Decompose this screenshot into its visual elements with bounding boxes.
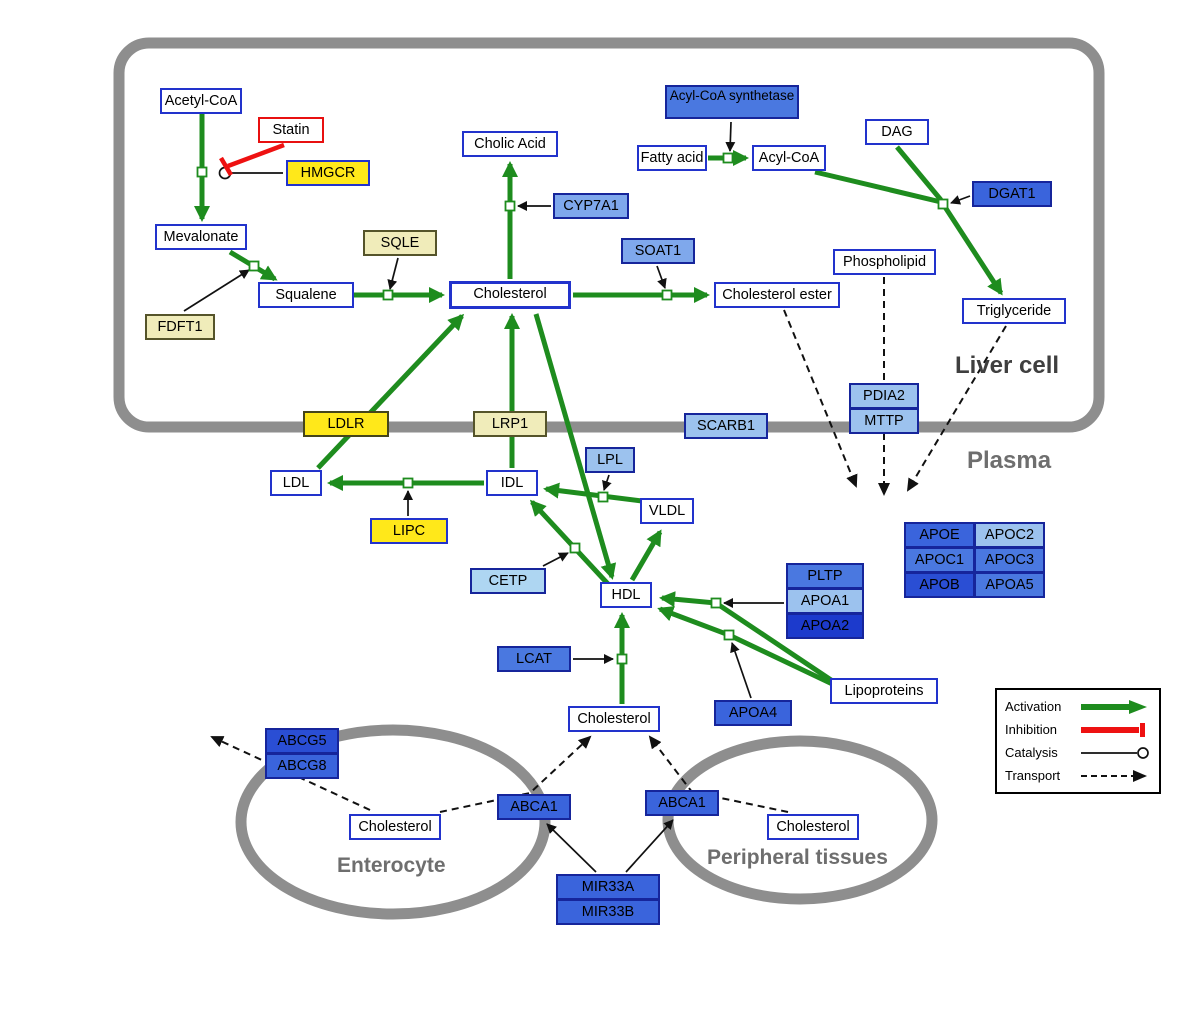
node-lcat[interactable]: LCAT xyxy=(497,646,571,672)
node-cholesterol-peripheral[interactable]: Cholesterol xyxy=(767,814,859,840)
node-triglyceride[interactable]: Triglyceride xyxy=(962,298,1066,324)
node-apoc3[interactable]: APOC3 xyxy=(974,547,1045,573)
node-cholic-acid[interactable]: Cholic Acid xyxy=(462,131,558,157)
node-hdl[interactable]: HDL xyxy=(600,582,652,608)
node-mir33b[interactable]: MIR33B xyxy=(556,899,660,925)
node-abcg8[interactable]: ABCG8 xyxy=(265,753,339,779)
node-hmgcr[interactable]: HMGCR xyxy=(286,160,370,186)
node-scarb1[interactable]: SCARB1 xyxy=(684,413,768,439)
node-acetyl-coa[interactable]: Acetyl-CoA xyxy=(160,88,242,114)
node-cholesterol-enterocyte[interactable]: Cholesterol xyxy=(349,814,441,840)
legend: Activation Inhibition Catalysis Transpor… xyxy=(995,688,1161,794)
inhibition-edge xyxy=(219,142,285,177)
node-mevalonate[interactable]: Mevalonate xyxy=(155,224,247,250)
node-lrp1[interactable]: LRP1 xyxy=(473,411,547,437)
node-apoc2[interactable]: APOC2 xyxy=(974,522,1045,548)
node-lipoproteins[interactable]: Lipoproteins xyxy=(830,678,938,704)
node-pdia2[interactable]: PDIA2 xyxy=(849,383,919,409)
liver-cell-membrane xyxy=(113,37,1105,433)
node-fdft1[interactable]: FDFT1 xyxy=(145,314,215,340)
node-statin[interactable]: Statin xyxy=(258,117,324,143)
node-cholesterol-ester[interactable]: Cholesterol ester xyxy=(714,282,840,308)
transport-arrow-glyph xyxy=(1081,769,1147,782)
legend-row-catalysis: Catalysis xyxy=(997,741,1159,764)
peripheral-tissues-label: Peripheral tissues xyxy=(707,846,888,869)
node-ldlr[interactable]: LDLR xyxy=(303,411,389,437)
node-cholesterol-liver[interactable]: Cholesterol xyxy=(449,281,571,309)
node-apoa4[interactable]: APOA4 xyxy=(714,700,792,726)
node-mttp[interactable]: MTTP xyxy=(849,408,919,434)
plasma-label: Plasma xyxy=(967,447,1052,474)
catalysis-circle-glyph xyxy=(1081,746,1149,759)
node-vldl[interactable]: VLDL xyxy=(640,498,694,524)
catalysis-edges xyxy=(183,121,971,873)
node-soat1[interactable]: SOAT1 xyxy=(621,238,695,264)
node-dgat1[interactable]: DGAT1 xyxy=(972,181,1052,207)
legend-inhibition-label: Inhibition xyxy=(1005,722,1058,737)
enterocyte-membrane xyxy=(235,724,551,920)
enterocyte-label: Enterocyte xyxy=(337,854,446,877)
node-mir33a[interactable]: MIR33A xyxy=(556,874,660,900)
node-phospholipid[interactable]: Phospholipid xyxy=(833,249,936,275)
inhibition-tbar-glyph xyxy=(1081,722,1145,737)
node-abcg5[interactable]: ABCG5 xyxy=(265,728,339,754)
legend-transport-label: Transport xyxy=(1005,768,1061,783)
legend-row-inhibition: Inhibition xyxy=(997,718,1159,741)
node-fatty-acid[interactable]: Fatty acid xyxy=(637,145,707,171)
node-abca1-peripheral[interactable]: ABCA1 xyxy=(645,790,719,816)
node-sqle[interactable]: SQLE xyxy=(363,230,437,256)
legend-row-activation: Activation xyxy=(997,695,1159,718)
node-cyp7a1[interactable]: CYP7A1 xyxy=(553,193,629,219)
legend-row-transport: Transport xyxy=(997,764,1159,787)
node-apoe[interactable]: APOE xyxy=(904,522,975,548)
node-squalene[interactable]: Squalene xyxy=(258,282,354,308)
liver-cell-label: Liver cell xyxy=(955,352,1060,379)
node-ldl[interactable]: LDL xyxy=(270,470,322,496)
node-dag[interactable]: DAG xyxy=(865,119,929,145)
node-lpl[interactable]: LPL xyxy=(585,447,635,473)
legend-catalysis-label: Catalysis xyxy=(1005,745,1058,760)
node-acyl-coa[interactable]: Acyl-CoA xyxy=(752,145,826,171)
node-apoa2[interactable]: APOA2 xyxy=(786,613,864,639)
node-apoa5[interactable]: APOA5 xyxy=(974,572,1045,598)
node-cetp[interactable]: CETP xyxy=(470,568,546,594)
node-abca1-enterocyte[interactable]: ABCA1 xyxy=(497,794,571,820)
node-pltp[interactable]: PLTP xyxy=(786,563,864,589)
node-acyl-coa-synthetase[interactable]: Acyl-CoA synthetase xyxy=(665,85,799,119)
node-lipc[interactable]: LIPC xyxy=(370,518,448,544)
activation-arrow-glyph xyxy=(1081,699,1147,714)
node-idl[interactable]: IDL xyxy=(486,470,538,496)
node-cholesterol-plasma[interactable]: Cholesterol xyxy=(568,706,660,732)
node-apoa1[interactable]: APOA1 xyxy=(786,588,864,614)
reaction-nodes xyxy=(196,152,949,665)
legend-activation-label: Activation xyxy=(1005,699,1062,714)
node-apoc1[interactable]: APOC1 xyxy=(904,547,975,573)
node-apob[interactable]: APOB xyxy=(904,572,975,598)
